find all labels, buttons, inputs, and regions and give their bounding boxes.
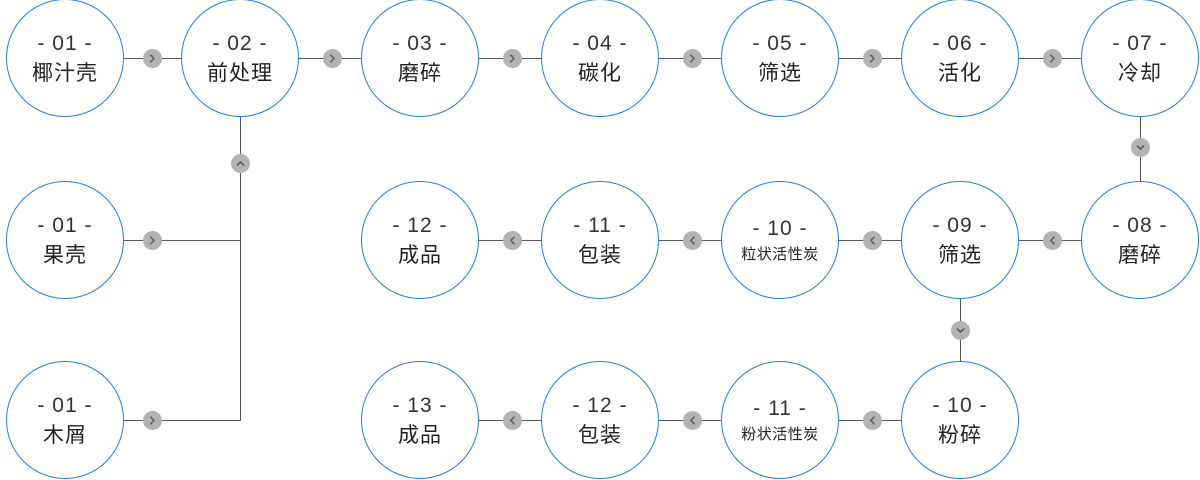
node-number: - 11 - bbox=[573, 213, 627, 237]
node-13-finished-product-powder[interactable]: - 13 - 成品 bbox=[361, 361, 479, 479]
node-number: - 01 - bbox=[37, 213, 93, 237]
node-number: - 07 - bbox=[1112, 31, 1168, 55]
arrow-badge-left bbox=[862, 230, 882, 250]
node-number: - 10 - bbox=[932, 393, 988, 417]
node-number: - 03 - bbox=[392, 31, 448, 55]
arrow-badge-right bbox=[502, 48, 522, 68]
arrow-badge-right bbox=[142, 230, 162, 250]
node-number: - 01 - bbox=[37, 31, 93, 55]
node-label: 粉碎 bbox=[938, 423, 982, 447]
node-label: 磨碎 bbox=[1118, 243, 1162, 267]
node-08-grinding[interactable]: - 08 - 磨碎 bbox=[1081, 181, 1199, 299]
node-label: 前处理 bbox=[207, 61, 273, 85]
node-label: 椰汁壳 bbox=[32, 61, 98, 85]
node-number: - 05 - bbox=[752, 31, 808, 55]
node-02-pretreatment[interactable]: - 02 - 前处理 bbox=[181, 0, 299, 117]
node-06-activation[interactable]: - 06 - 活化 bbox=[901, 0, 1019, 117]
node-10-granular-activated-carbon[interactable]: - 10 - 粒状活性炭 bbox=[721, 181, 839, 299]
node-number: - 01 - bbox=[37, 393, 93, 417]
node-number: - 06 - bbox=[932, 31, 988, 55]
node-12-packaging-powder[interactable]: - 12 - 包装 bbox=[541, 361, 659, 479]
node-01-wood-chips[interactable]: - 01 - 木屑 bbox=[6, 361, 124, 479]
node-label: 成品 bbox=[398, 243, 442, 267]
node-label: 木屑 bbox=[43, 423, 87, 447]
node-label: 筛选 bbox=[938, 243, 982, 267]
node-label: 成品 bbox=[398, 423, 442, 447]
node-label: 筛选 bbox=[758, 61, 802, 85]
node-number: - 09 - bbox=[932, 213, 988, 237]
node-01-coconut-shell[interactable]: - 01 - 椰汁壳 bbox=[6, 0, 124, 117]
connector-line-01c-merge bbox=[124, 420, 241, 421]
node-label: 果壳 bbox=[43, 243, 87, 267]
node-09-screening[interactable]: - 09 - 筛选 bbox=[901, 181, 1019, 299]
connector-line-merge-02 bbox=[240, 117, 241, 421]
node-number: - 11 - bbox=[753, 397, 807, 420]
node-label: 包装 bbox=[578, 423, 622, 447]
connector-line-01b-merge bbox=[124, 240, 241, 241]
node-number: - 10 - bbox=[752, 217, 808, 240]
arrow-badge-down bbox=[950, 320, 970, 340]
node-label: 粒状活性炭 bbox=[741, 246, 819, 263]
arrow-badge-down bbox=[1130, 137, 1150, 157]
arrow-badge-right bbox=[682, 48, 702, 68]
node-03-grinding[interactable]: - 03 - 磨碎 bbox=[361, 0, 479, 117]
node-11-packaging-granular[interactable]: - 11 - 包装 bbox=[541, 181, 659, 299]
node-number: - 12 - bbox=[392, 213, 448, 237]
arrow-badge-left bbox=[682, 230, 702, 250]
arrow-badge-right bbox=[862, 48, 882, 68]
node-number: - 13 - bbox=[392, 393, 448, 417]
node-label: 冷却 bbox=[1118, 61, 1162, 85]
node-01-fruit-shell[interactable]: - 01 - 果壳 bbox=[6, 181, 124, 299]
node-05-screening[interactable]: - 05 - 筛选 bbox=[721, 0, 839, 117]
arrow-badge-left bbox=[862, 410, 882, 430]
node-label: 磨碎 bbox=[398, 61, 442, 85]
node-label: 活化 bbox=[938, 61, 982, 85]
node-10-pulverizing[interactable]: - 10 - 粉碎 bbox=[901, 361, 1019, 479]
node-number: - 02 - bbox=[212, 31, 268, 55]
node-07-cooling[interactable]: - 07 - 冷却 bbox=[1081, 0, 1199, 117]
arrow-badge-left bbox=[1042, 230, 1062, 250]
node-04-carbonization[interactable]: - 04 - 碳化 bbox=[541, 0, 659, 117]
node-11-powdered-activated-carbon[interactable]: - 11 - 粉状活性炭 bbox=[721, 361, 839, 479]
node-number: - 04 - bbox=[572, 31, 628, 55]
arrow-badge-left bbox=[502, 230, 522, 250]
arrow-badge-right bbox=[322, 48, 342, 68]
node-label: 碳化 bbox=[578, 61, 622, 85]
node-12-finished-product-granular[interactable]: - 12 - 成品 bbox=[361, 181, 479, 299]
node-label: 包装 bbox=[578, 243, 622, 267]
node-number: - 08 - bbox=[1112, 213, 1168, 237]
node-number: - 12 - bbox=[572, 393, 628, 417]
node-label: 粉状活性炭 bbox=[741, 426, 819, 443]
arrow-badge-right bbox=[1042, 48, 1062, 68]
arrow-badge-up bbox=[230, 153, 250, 173]
arrow-badge-right bbox=[142, 48, 162, 68]
arrow-badge-left bbox=[502, 410, 522, 430]
arrow-badge-left bbox=[682, 410, 702, 430]
arrow-badge-right bbox=[142, 410, 162, 430]
